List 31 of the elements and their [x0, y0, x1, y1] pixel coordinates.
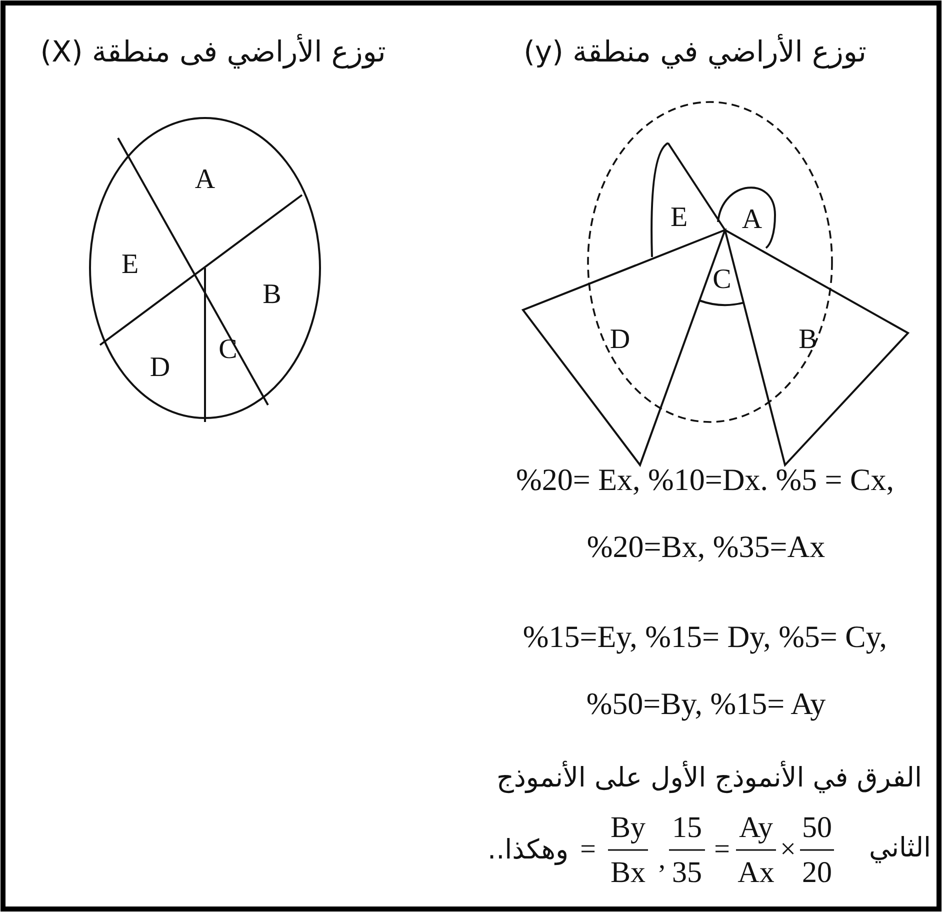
- math-sign: =: [580, 834, 596, 866]
- explanation-text: وهكذا..: [487, 834, 569, 866]
- sector-label: B: [798, 324, 818, 356]
- sector-label: C: [218, 334, 238, 366]
- fraction-denominator: Bx: [610, 856, 646, 890]
- equation-text: %20=Bx, %35=Ax: [586, 529, 826, 565]
- equation-text: %50=By, %15= Ay: [586, 686, 826, 722]
- math-sign: ×: [780, 834, 796, 866]
- chart-title: توزع الأراضي فى منطقة (X): [40, 35, 386, 69]
- explanation-text: الثاني: [868, 832, 932, 864]
- math-sign: ,: [658, 844, 666, 876]
- equation-text: %20= Ex, %10=Dx. %5 = Cx,: [516, 462, 894, 498]
- sector-label: E: [121, 248, 139, 282]
- fraction-numerator: Ay: [739, 810, 773, 846]
- fraction-denominator: 20: [802, 856, 832, 890]
- equation-text: %15=Ey, %15= Dy, %5= Cy,: [522, 619, 888, 655]
- sector-label: B: [262, 278, 282, 312]
- sector-label: E: [670, 202, 688, 234]
- sector-label: A: [194, 164, 216, 196]
- sector-label: D: [610, 324, 630, 356]
- fraction-numerator: 50: [802, 810, 832, 846]
- sector-label: D: [150, 352, 170, 384]
- sector-label: C: [712, 264, 732, 296]
- fraction-numerator: 15: [672, 810, 702, 846]
- fraction-numerator: By: [610, 810, 646, 846]
- sector-label: A: [742, 204, 762, 236]
- fraction-denominator: 35: [672, 856, 702, 890]
- explanation-text: الفرق في الأنموذج الأول على الأنموذج: [496, 762, 922, 794]
- chart-title: توزع الأراضي في منطقة (y): [524, 35, 866, 69]
- fraction-denominator: Ax: [738, 856, 774, 890]
- math-sign: =: [714, 834, 730, 866]
